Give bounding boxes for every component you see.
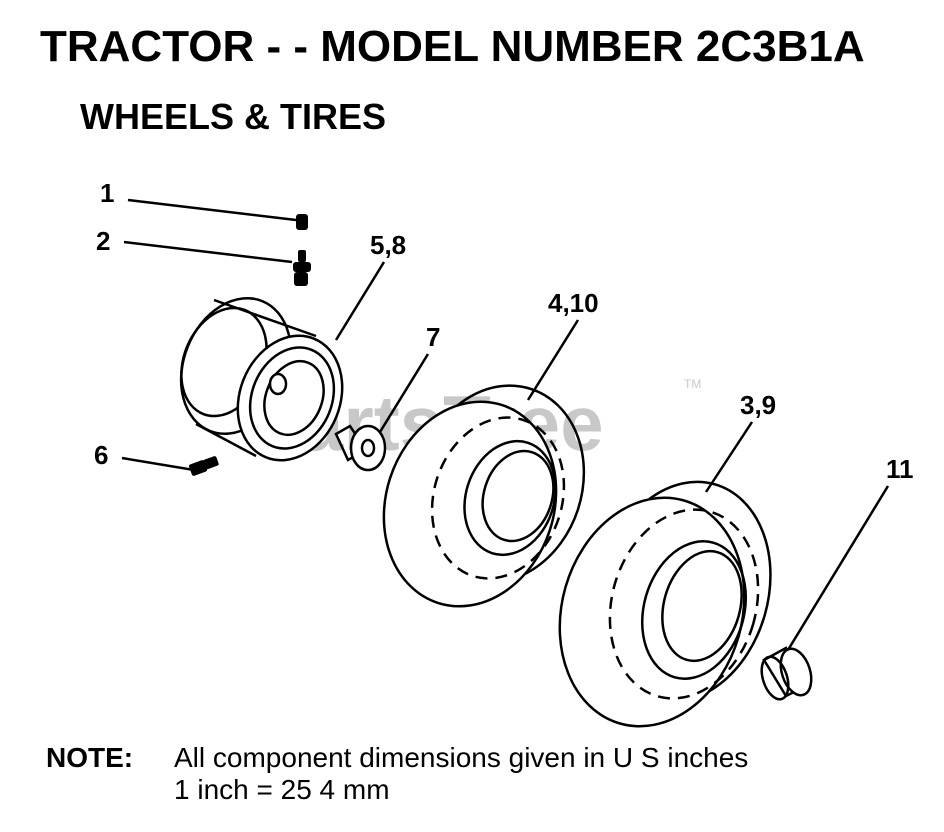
valve-stem-part bbox=[293, 250, 311, 286]
callout-2: 2 bbox=[96, 226, 110, 256]
callout-1: 1 bbox=[100, 178, 114, 208]
diagram-subtitle: WHEELS & TIRES bbox=[80, 96, 387, 137]
callout-5-8: 5,8 bbox=[370, 230, 406, 260]
leader-7 bbox=[378, 353, 430, 433]
leader-1 bbox=[127, 198, 297, 222]
rear-tire-part bbox=[558, 480, 772, 728]
parts-diagram: PartsTree TM bbox=[94, 178, 914, 728]
note-line-2: 1 inch = 25 4 mm bbox=[174, 774, 390, 805]
leader-2 bbox=[123, 240, 293, 264]
diagram-title: TRACTOR - - MODEL NUMBER 2C3B1A bbox=[40, 22, 865, 71]
leader-6 bbox=[121, 456, 195, 472]
callout-4-10: 4,10 bbox=[548, 288, 599, 318]
bushing-part bbox=[334, 424, 387, 472]
callout-3-9: 3,9 bbox=[740, 390, 776, 420]
leader-4-10 bbox=[526, 319, 580, 401]
bolt-part bbox=[188, 456, 219, 476]
callout-11: 11 bbox=[886, 454, 914, 484]
front-tire-part bbox=[382, 384, 586, 608]
wheel-rim-part bbox=[179, 296, 344, 462]
leader-11 bbox=[786, 485, 890, 651]
callout-7: 7 bbox=[426, 322, 440, 352]
leader-5-8 bbox=[334, 261, 386, 341]
hub-cap-part bbox=[760, 646, 813, 701]
leader-3-9 bbox=[704, 421, 754, 493]
note-line-1: All component dimensions given in U S in… bbox=[174, 742, 749, 773]
watermark-trademark: TM bbox=[684, 377, 701, 391]
valve-cap-part bbox=[296, 214, 308, 230]
dimensions-note: NOTE: All component dimensions given in U… bbox=[46, 742, 748, 806]
callout-6: 6 bbox=[94, 440, 108, 470]
note-label: NOTE: bbox=[46, 742, 134, 773]
